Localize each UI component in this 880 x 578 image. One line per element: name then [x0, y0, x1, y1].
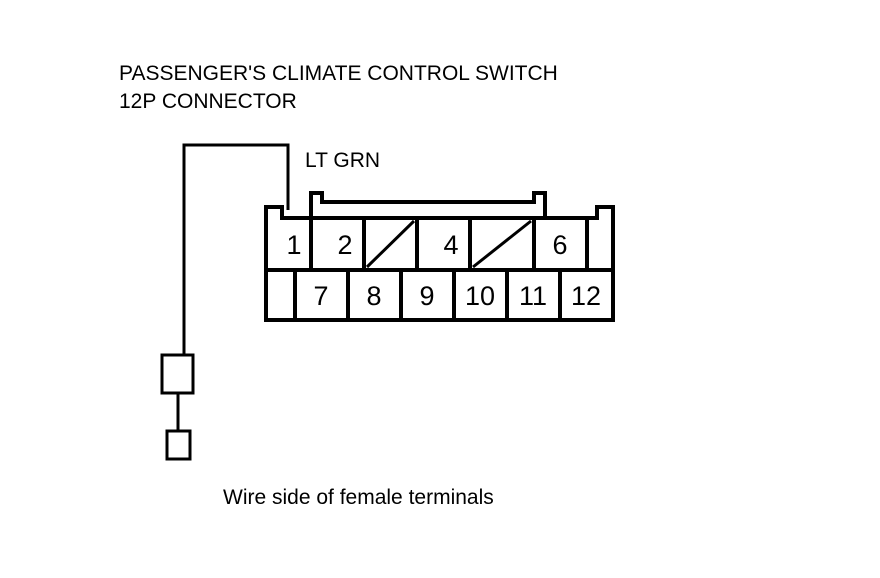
top-row-dividers	[309, 218, 589, 270]
terminal-number-8: 8	[366, 281, 381, 311]
terminal-number-1: 1	[286, 230, 301, 260]
terminal-number-2: 2	[337, 230, 352, 260]
wire-label-lt-grn: LT GRN	[305, 149, 380, 172]
diagram-title-line-1: PASSENGER'S CLIMATE CONTROL SWITCH	[119, 62, 558, 85]
terminal-number-4: 4	[443, 230, 458, 260]
diagram-title-line-2: 12P CONNECTOR	[119, 90, 297, 113]
connector-latch-bar	[309, 191, 547, 218]
top-row-numbers: 1 2 4 6	[286, 230, 567, 260]
terminal-number-10: 10	[465, 281, 495, 311]
terminal-number-6: 6	[552, 230, 567, 260]
terminal-number-12: 12	[571, 281, 601, 311]
blanked-cavity-marks	[365, 219, 532, 269]
terminal-box-small	[165, 429, 192, 461]
terminal-number-11: 11	[519, 281, 547, 311]
connector-outer-shell	[264, 205, 615, 322]
diagram-caption: Wire side of female terminals	[223, 486, 494, 509]
bottom-row-numbers: 7 8 9 10 11 12	[313, 281, 601, 311]
terminal-box-large	[160, 353, 195, 395]
terminal-symbols	[160, 353, 195, 461]
blank-slash-position-3	[365, 219, 416, 269]
bottom-row-dividers	[293, 270, 562, 320]
blank-slash-position-5	[472, 219, 532, 269]
terminal-number-7: 7	[313, 281, 328, 311]
connector-housing-12p: 1 2 4 6 7 8 9 10 11 12	[264, 191, 615, 322]
wire-polyline	[182, 143, 290, 355]
terminal-number-9: 9	[419, 281, 434, 311]
wire-lead-path	[182, 143, 290, 355]
